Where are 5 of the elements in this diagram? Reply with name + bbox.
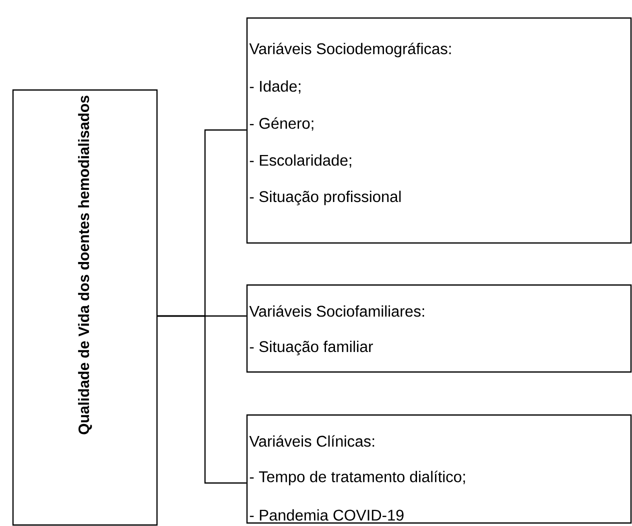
connector <box>158 315 246 484</box>
title-box: Qualidade de Vida dos doentes hemodialisados <box>12 89 158 526</box>
text-box: Variáveis Sociofamiliares: - Situação familiar <box>246 284 632 373</box>
text-box: Variáveis Clínicas: - Tempo de tratamento dialítico; - Pandemia COVID-19 <box>246 414 632 524</box>
text-box: Variáveis Sociodemográficas: - Idade; - Género; - Escolaridade; - Situação profissional <box>246 17 632 244</box>
